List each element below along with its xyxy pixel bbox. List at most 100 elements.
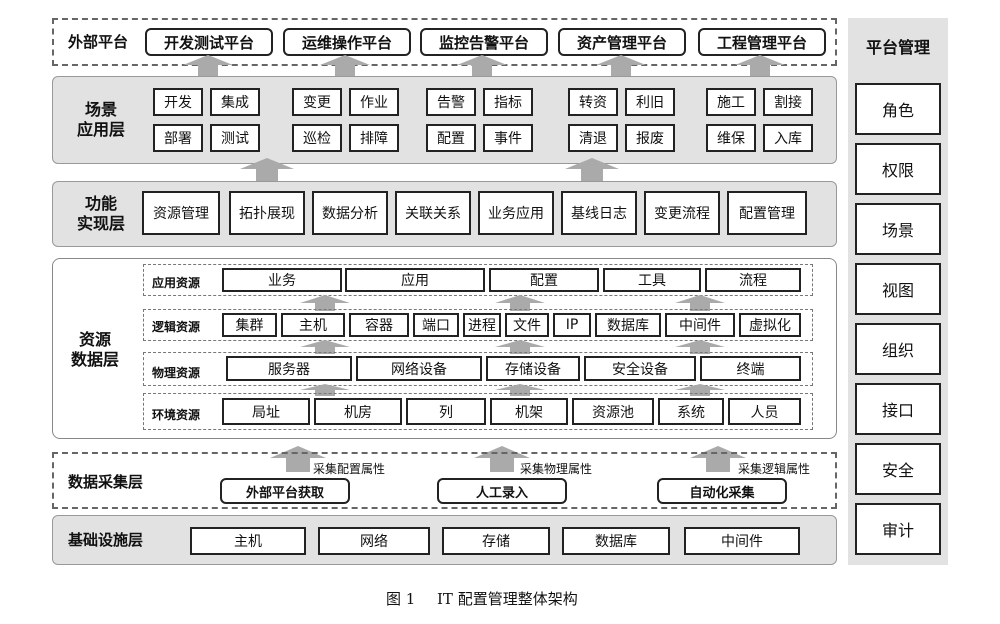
resource-item: 文件 [505, 313, 549, 337]
resource-item: 机架 [490, 398, 568, 425]
scene-item: 作业 [349, 88, 399, 116]
infra-item: 网络 [318, 527, 430, 555]
resource-item: 终端 [700, 356, 801, 381]
resource-row-env [143, 393, 813, 430]
function-item: 配置管理 [727, 191, 807, 235]
resource-row-label: 逻辑资源 [152, 320, 201, 334]
resource-item: 集群 [222, 313, 277, 337]
resource-item: 工具 [603, 268, 701, 292]
collect-item-manual: 人工录入 [437, 478, 567, 504]
collection-layer-title: 数据采集层 [67, 473, 143, 491]
resource-item: 服务器 [226, 356, 352, 381]
resource-row-physical [143, 352, 813, 386]
external-item-asset: 资产管理平台 [558, 28, 686, 56]
resource-row-app [143, 264, 813, 296]
function-item: 数据分析 [312, 191, 388, 235]
scene-item: 事件 [483, 124, 533, 152]
scene-item: 开发 [153, 88, 203, 116]
platform-item-view: 视图 [855, 263, 941, 315]
platform-item-permission: 权限 [855, 143, 941, 195]
function-item: 变更流程 [644, 191, 720, 235]
external-platform-layer [52, 18, 837, 66]
scene-item: 配置 [426, 124, 476, 152]
function-item: 拓扑展现 [229, 191, 305, 235]
infra-item: 主机 [190, 527, 306, 555]
resource-item: 主机 [281, 313, 345, 337]
scene-item: 报废 [625, 124, 675, 152]
resource-item: 安全设备 [584, 356, 696, 381]
scene-item: 变更 [292, 88, 342, 116]
collect-item-auto: 自动化采集 [657, 478, 787, 504]
scene-item: 转资 [568, 88, 618, 116]
platform-item-audit: 审计 [855, 503, 941, 555]
figure-number: 图 1 [386, 590, 416, 608]
external-platform-title: 外部平台 [67, 33, 128, 51]
infra-item: 中间件 [684, 527, 800, 555]
infra-item: 存储 [442, 527, 550, 555]
collect-item-external: 外部平台获取 [220, 478, 350, 504]
scene-item: 施工 [706, 88, 756, 116]
scene-item: 指标 [483, 88, 533, 116]
resource-item: 虚拟化 [739, 313, 801, 337]
platform-management-title: 平台管理 [865, 38, 930, 57]
platform-item-security: 安全 [855, 443, 941, 495]
platform-item-interface: 接口 [855, 383, 941, 435]
scene-item: 排障 [349, 124, 399, 152]
external-item-engineering: 工程管理平台 [698, 28, 826, 56]
resource-item: 资源池 [572, 398, 654, 425]
resource-item: 容器 [349, 313, 409, 337]
resource-row-label: 物理资源 [152, 366, 201, 380]
resource-item: 业务 [222, 268, 342, 292]
scene-layer-title: 场景应用层 [76, 100, 125, 139]
arrows-to-scene [240, 158, 619, 181]
resource-row-label: 应用资源 [152, 276, 201, 290]
infrastructure-layer-title: 基础设施层 [67, 531, 143, 549]
scene-item: 巡检 [292, 124, 342, 152]
scene-item: 割接 [763, 88, 813, 116]
collect-note: 采集配置属性 [313, 462, 386, 476]
arrows-to-external [183, 55, 785, 77]
resource-layer-title: 资源数据层 [70, 330, 119, 369]
scene-item: 清退 [568, 124, 618, 152]
infra-item: 数据库 [562, 527, 670, 555]
scene-item: 告警 [426, 88, 476, 116]
collect-note: 采集逻辑属性 [738, 462, 811, 476]
collection-layer [52, 452, 837, 509]
collect-note: 采集物理属性 [520, 462, 593, 476]
function-item: 关联关系 [395, 191, 471, 235]
external-item-ops: 运维操作平台 [283, 28, 411, 56]
external-item-monitor: 监控告警平台 [420, 28, 548, 56]
resource-item: 存储设备 [486, 356, 580, 381]
resource-item: 人员 [728, 398, 801, 425]
function-item: 资源管理 [142, 191, 220, 235]
scene-item: 维保 [706, 124, 756, 152]
scene-item: 入库 [763, 124, 813, 152]
resource-row-label: 环境资源 [152, 408, 201, 422]
resource-item: 流程 [705, 268, 801, 292]
platform-item-scene: 场景 [855, 203, 941, 255]
function-item: 业务应用 [478, 191, 554, 235]
arrows-logic-to-app [300, 295, 725, 311]
resource-item: 列 [406, 398, 486, 425]
resource-row-logic [143, 309, 813, 341]
scene-item: 测试 [210, 124, 260, 152]
scene-item: 部署 [153, 124, 203, 152]
resource-item: 中间件 [665, 313, 735, 337]
scene-item: 利旧 [625, 88, 675, 116]
platform-item-role: 角色 [855, 83, 941, 135]
external-item-dev-test: 开发测试平台 [145, 28, 273, 56]
resource-item: 机房 [314, 398, 402, 425]
resource-item: 进程 [463, 313, 501, 337]
resource-item: 系统 [658, 398, 724, 425]
scene-item: 集成 [210, 88, 260, 116]
resource-item: 局址 [222, 398, 310, 425]
arrows-env-to-phys [300, 384, 725, 396]
resource-item: 网络设备 [356, 356, 482, 381]
platform-item-org: 组织 [855, 323, 941, 375]
resource-item: IP [553, 313, 591, 337]
function-item: 基线日志 [561, 191, 637, 235]
resource-item: 配置 [489, 268, 599, 292]
resource-item: 端口 [413, 313, 459, 337]
resource-item: 数据库 [595, 313, 661, 337]
function-layer-title: 功能实现层 [76, 194, 125, 233]
